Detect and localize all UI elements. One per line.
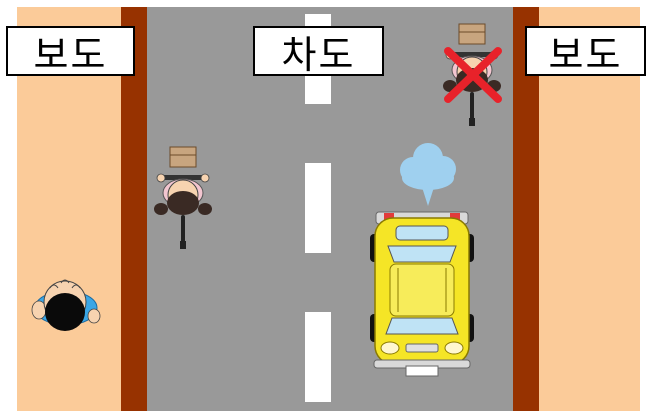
cloud-icon	[397, 140, 459, 210]
red-x-icon	[444, 47, 502, 103]
lane-dash	[305, 312, 331, 402]
lane-dash	[305, 163, 331, 253]
cyclist-icon	[152, 145, 214, 251]
roadway-label: 차도	[253, 26, 384, 76]
sidewalk-label-right: 보도	[525, 26, 646, 76]
sidewalk-label-left: 보도	[6, 26, 135, 76]
car-icon	[366, 210, 478, 378]
pedestrian-icon	[30, 270, 102, 338]
